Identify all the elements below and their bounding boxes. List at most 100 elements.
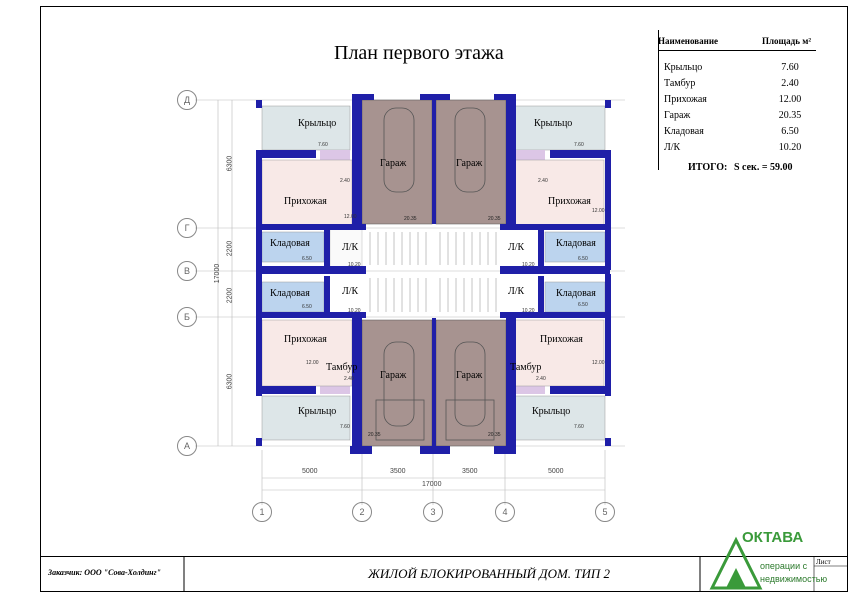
row-name: Гараж [664,110,691,121]
row-area: 10.20 [778,142,802,153]
area-stair: 10.20 [348,308,361,314]
dimension-bottom: 3500 [390,468,406,475]
row-name: Тамбур [664,78,696,89]
room-label-stair: Л/К [342,242,359,253]
area-vestibule: 2.40 [340,178,350,184]
dimension-total-left: 17000 [214,263,222,284]
area-porch: 7.60 [574,424,584,430]
walls [256,94,611,454]
area-porch: 7.60 [340,424,350,430]
room-label-stair: Л/К [508,286,525,297]
table-header-line [658,50,816,51]
table-row: Л/К 10.20 [664,142,814,156]
axis-marker-col: 4 [495,502,515,522]
dimension-bottom: 5000 [302,468,318,475]
area-porch: 7.60 [574,142,584,148]
room-label-porch: Крыльцо [534,118,573,129]
axis-marker-col: 5 [595,502,615,522]
area-hall: 12.00 [344,214,357,220]
row-name: Л/К [664,142,681,153]
car-outlines [375,107,495,441]
drawing-frame [40,6,848,592]
table-total-value: S сек. = 59.00 [734,162,793,173]
dimension-left: 2200 [226,287,234,304]
row-area: 20.35 [778,110,802,121]
room-label-garage: Гараж [456,158,483,169]
room-label-stair: Л/К [508,242,525,253]
room-label-storage: Кладовая [270,288,310,299]
row-area: 12.00 [778,94,802,105]
area-storage: 6.50 [302,256,312,262]
table-row: Тамбур 2.40 [664,78,814,92]
area-garage: 20.35 [488,432,501,438]
area-storage: 6.50 [302,304,312,310]
dimension-left: 6300 [226,373,234,390]
axis-marker-row: Д [177,90,197,110]
table-total-label: ИТОГО: [688,162,728,173]
table-row: Прихожая 12.00 [664,94,814,108]
dimension-total-bottom: 17000 [422,481,442,488]
table-row: Кладовая 6.50 [664,126,814,140]
unit-top-left [261,99,433,271]
area-stair: 10.20 [522,262,535,268]
room-label-storage: Кладовая [556,238,596,249]
room-label-garage: Гараж [456,370,483,381]
area-garage: 20.35 [488,216,501,222]
area-hall: 12.00 [592,360,605,366]
logo-line1: операции с [760,561,808,571]
row-name: Прихожая [664,94,707,105]
room-label-vestibule: Тамбур [510,362,542,373]
row-area: 2.40 [781,78,799,89]
axis-marker-row: Г [177,218,197,238]
logo-line2: недвижимостью [760,574,828,584]
area-vestibule: 2.40 [538,178,548,184]
room-label-garage: Гараж [380,370,407,381]
axis-marker-row: А [177,436,197,456]
area-vestibule: 2.40 [344,376,354,382]
area-stair: 10.20 [522,308,535,314]
company-logo-name: ОКТАВА [742,529,804,546]
room-label-hall: Прихожая [284,334,327,345]
room-label-stair: Л/К [342,286,359,297]
unit-bottom-left [261,281,433,447]
stairs [369,232,497,312]
area-vestibule: 2.40 [536,376,546,382]
axis-marker-row: В [177,261,197,281]
axis-marker-col: 3 [423,502,443,522]
area-garage: 20.35 [368,432,381,438]
customer-label: Заказчик: ООО "Сова-Холдинг" [48,568,161,577]
area-stair: 10.20 [348,262,361,268]
row-area: 7.60 [781,62,799,73]
row-area: 6.50 [781,126,799,137]
table-header-area: Площадь м² [762,36,812,46]
row-name: Кладовая [664,126,704,137]
sheet-label: Лист [816,558,831,566]
title-block [40,556,848,593]
room-label-porch: Крыльцо [298,406,337,417]
area-porch: 7.60 [318,142,328,148]
document-name: ЖИЛОЙ БЛОКИРОВАННЫЙ ДОМ. ТИП 2 [368,566,611,581]
area-storage: 6.50 [578,302,588,308]
axis-marker-row: Б [177,307,197,327]
room-label-hall: Прихожая [540,334,583,345]
room-label-porch: Крыльцо [298,118,337,129]
area-hall: 12.00 [306,360,319,366]
axis-marker-col: 1 [252,502,272,522]
room-label-hall: Прихожая [548,196,591,207]
unit-bottom-right [435,281,606,447]
axis-marker-col: 2 [352,502,372,522]
room-label-vestibule: Тамбур [326,362,358,373]
room-label-garage: Гараж [380,158,407,169]
dimension-bottom: 3500 [462,468,478,475]
table-row: Гараж 20.35 [664,110,814,124]
page-title: План первого этажа [334,42,504,64]
room-label-porch: Крыльцо [532,406,571,417]
area-storage: 6.50 [578,256,588,262]
dimension-bottom: 5000 [548,468,564,475]
dimension-left: 2200 [226,240,234,257]
room-label-hall: Прихожая [284,196,327,207]
area-garage: 20.35 [404,216,417,222]
